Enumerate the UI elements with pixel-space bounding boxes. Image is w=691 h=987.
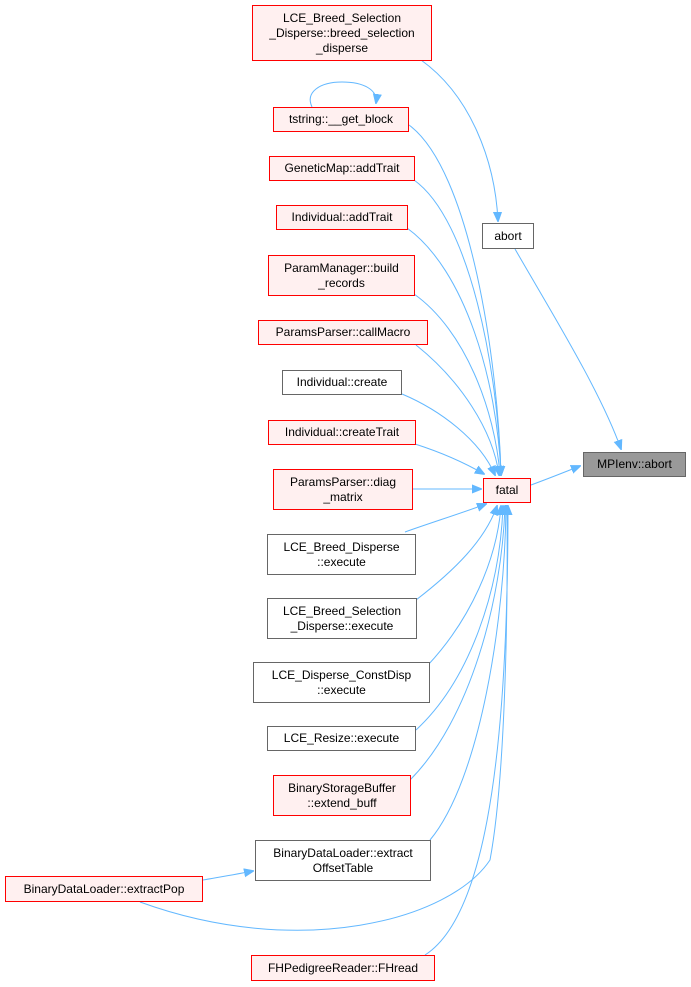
edge-resize-execute-to-fatal (415, 506, 503, 731)
node-label-line: LCE_Resize::execute (283, 731, 400, 745)
edge-individual-addtrait-to-fatal (406, 227, 501, 475)
node-label-line: ::execute (317, 682, 366, 697)
node-geneticmap-addtrait[interactable]: GeneticMap::addTrait (269, 156, 415, 181)
node-label-line: tstring::__get_block (288, 112, 394, 126)
node-label-line: ::execute (317, 554, 366, 569)
node-label-line: _Disperse::breed_selection (269, 25, 415, 40)
edge-get-block-to-fatal (408, 124, 501, 475)
node-label-line: ParamManager::build (284, 260, 399, 275)
edge-binarydataloader-extract-offset-table-to-fatal (429, 506, 506, 841)
edge-breed-selection-disperse-to-abort (420, 59, 498, 221)
node-label-line: ::extend_buff (307, 795, 377, 810)
edge-breed-selection-disperse-execute-to-fatal (415, 506, 497, 601)
edge-geneticmap-addtrait-to-fatal (413, 179, 501, 475)
edge-fatal-to-mpienv-abort (530, 466, 580, 486)
node-label-line: _matrix (323, 489, 363, 504)
node-label-line: Individual::create (296, 375, 388, 389)
node-label-line: fatal (495, 483, 519, 497)
edge-paramsparser-callmacro-to-fatal (415, 344, 499, 475)
node-label-line: _disperse (315, 40, 369, 55)
node-label-line: BinaryDataLoader::extractPop (23, 881, 185, 896)
edge-binarydataloader-extractpop-to-binarydataloader-extract-offset-table (202, 871, 253, 881)
edge-individual-create-to-fatal (401, 393, 495, 475)
node-label-line: LCE_Disperse_ConstDisp (271, 667, 412, 682)
edge-disperse-constdisp-execute-to-fatal (427, 506, 501, 666)
node-label-line: OffsetTable (312, 860, 374, 875)
node-label-line: FHPedigreeReader::FHread (267, 960, 419, 975)
node-individual-addtrait[interactable]: Individual::addTrait (276, 205, 408, 230)
node-individual-create[interactable]: Individual::create (282, 370, 402, 395)
node-fatal[interactable]: fatal (483, 478, 531, 503)
edge-abort-to-mpienv-abort (514, 248, 621, 449)
edge-breed-disperse-execute-to-fatal (404, 504, 486, 533)
node-label-line: Individual::addTrait (291, 210, 393, 224)
node-label-line: LCE_Breed_Selection (282, 603, 402, 618)
node-mpienv-abort: MPIenv::abort (583, 452, 686, 477)
node-resize-execute[interactable]: LCE_Resize::execute (267, 726, 416, 751)
node-label-line: GeneticMap::addTrait (284, 161, 400, 175)
edges (139, 59, 621, 956)
node-label-line: LCE_Breed_Selection (282, 10, 402, 25)
node-binarystoragebuffer-extend-buff[interactable]: BinaryStorageBuffer::extend_buff (273, 775, 411, 816)
node-label-line: BinaryStorageBuffer (288, 780, 396, 795)
node-label-line: ParamsParser::callMacro (275, 325, 411, 339)
edge-binarydataloader-extractpop-to-fatal (139, 506, 507, 931)
node-label-line: BinaryDataLoader::extract (273, 845, 413, 860)
node-paramsparser-diag-matrix[interactable]: ParamsParser::diag_matrix (273, 469, 413, 510)
edge-individual-createtrait-to-fatal (414, 443, 484, 474)
node-breed-selection-disperse[interactable]: LCE_Breed_Selection_Disperse::breed_sele… (252, 5, 432, 61)
node-label-line: Individual::createTrait (284, 425, 400, 439)
node-fhpedigreereader-fhread[interactable]: FHPedigreeReader::FHread (251, 955, 435, 981)
node-binarydataloader-extractpop[interactable]: BinaryDataLoader::extractPop (5, 876, 203, 902)
node-abort[interactable]: abort (482, 223, 534, 249)
node-individual-createtrait[interactable]: Individual::createTrait (268, 420, 416, 445)
node-label-line: MPIenv::abort (597, 457, 672, 471)
node-label-line: ParamsParser::diag (289, 474, 397, 489)
node-label-line: abort (494, 228, 522, 243)
node-paramsparser-callmacro[interactable]: ParamsParser::callMacro (258, 320, 428, 345)
edge-binarystoragebuffer-extend-buff-to-fatal (409, 506, 505, 781)
node-breed-disperse-execute[interactable]: LCE_Breed_Disperse::execute (267, 534, 416, 575)
node-label-line: _records (318, 275, 365, 290)
node-label-line: LCE_Breed_Disperse (283, 539, 400, 554)
node-get-block[interactable]: tstring::__get_block (273, 107, 409, 132)
node-disperse-constdisp-execute[interactable]: LCE_Disperse_ConstDisp::execute (253, 662, 430, 703)
edge-parammanager-build-records-to-fatal (413, 293, 500, 475)
node-label-line: _Disperse::execute (290, 618, 394, 633)
node-parammanager-build-records[interactable]: ParamManager::build_records (268, 255, 415, 296)
edge-get-block-to-get-block (309, 81, 376, 108)
node-breed-selection-disperse-execute[interactable]: LCE_Breed_Selection_Disperse::execute (267, 598, 417, 639)
edge-fhpedigreereader-fhread-to-fatal (424, 506, 508, 956)
